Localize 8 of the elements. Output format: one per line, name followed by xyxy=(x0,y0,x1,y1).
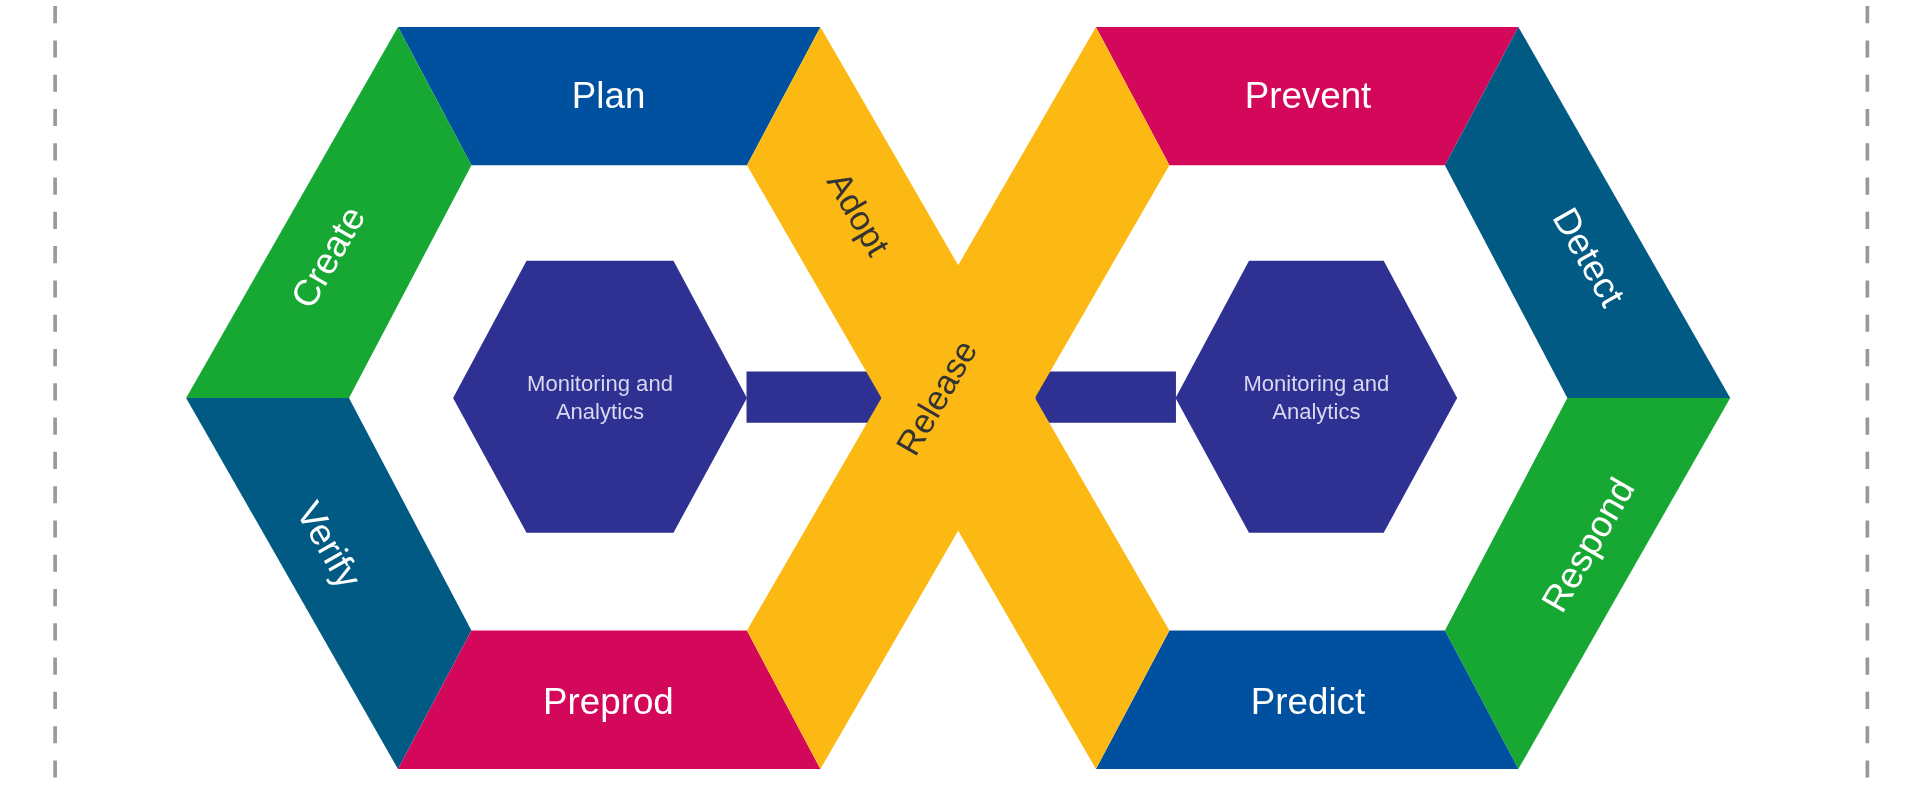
hexagon-label: Monitoring and Analytics xyxy=(1242,369,1391,426)
segment-label: Plan xyxy=(571,74,646,117)
hexagon-label: Monitoring and Analytics xyxy=(526,369,674,426)
connector-bar xyxy=(1035,371,1176,423)
connector-bar xyxy=(746,371,882,423)
segment-label: Predict xyxy=(1250,680,1366,723)
segment-label: Preprod xyxy=(543,680,674,723)
segment-label: Prevent xyxy=(1244,74,1372,117)
